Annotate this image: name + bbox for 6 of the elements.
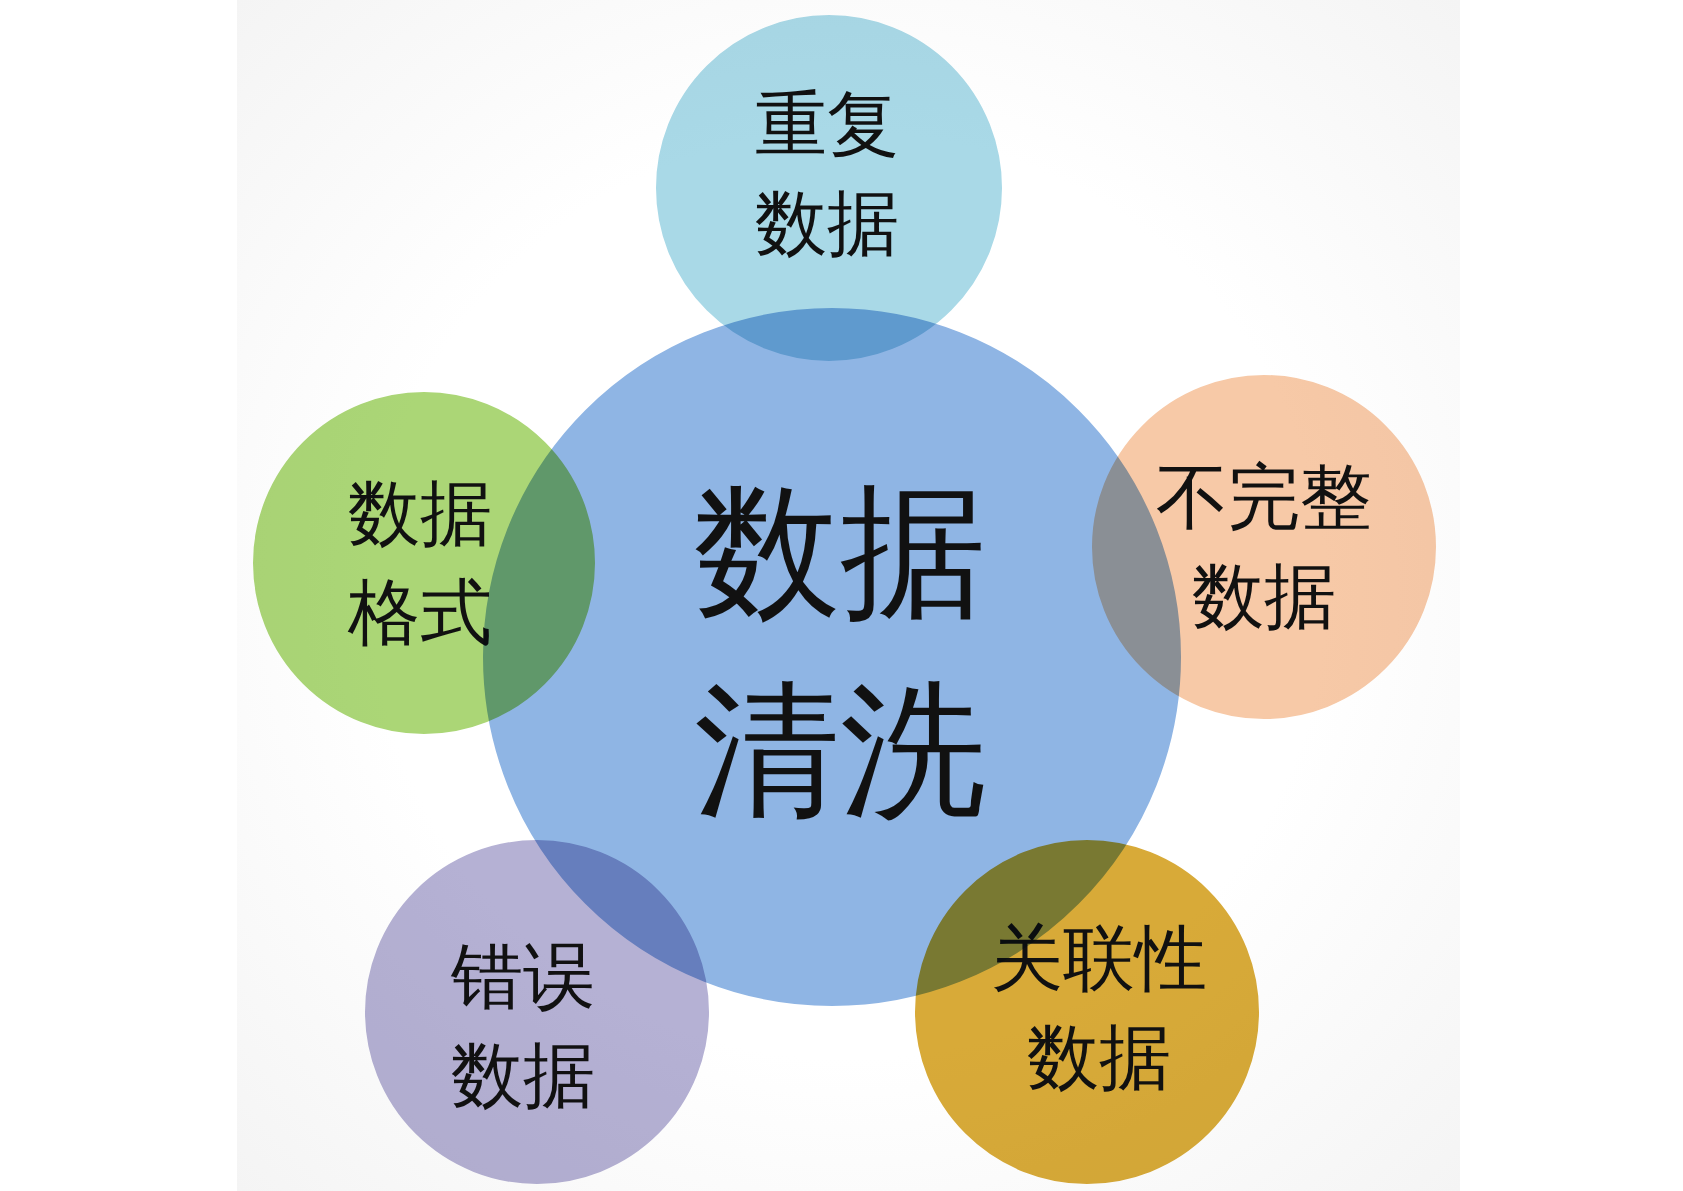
topic-label: 不完整数据 — [1155, 453, 1373, 640]
hub-label: 数据清洗 — [693, 465, 987, 837]
topic-label: 关联性数据 — [990, 914, 1208, 1101]
topic-label: 重复数据 — [754, 80, 900, 267]
topic-label: 错误数据 — [450, 932, 596, 1119]
topic-label: 数据格式 — [347, 469, 493, 656]
